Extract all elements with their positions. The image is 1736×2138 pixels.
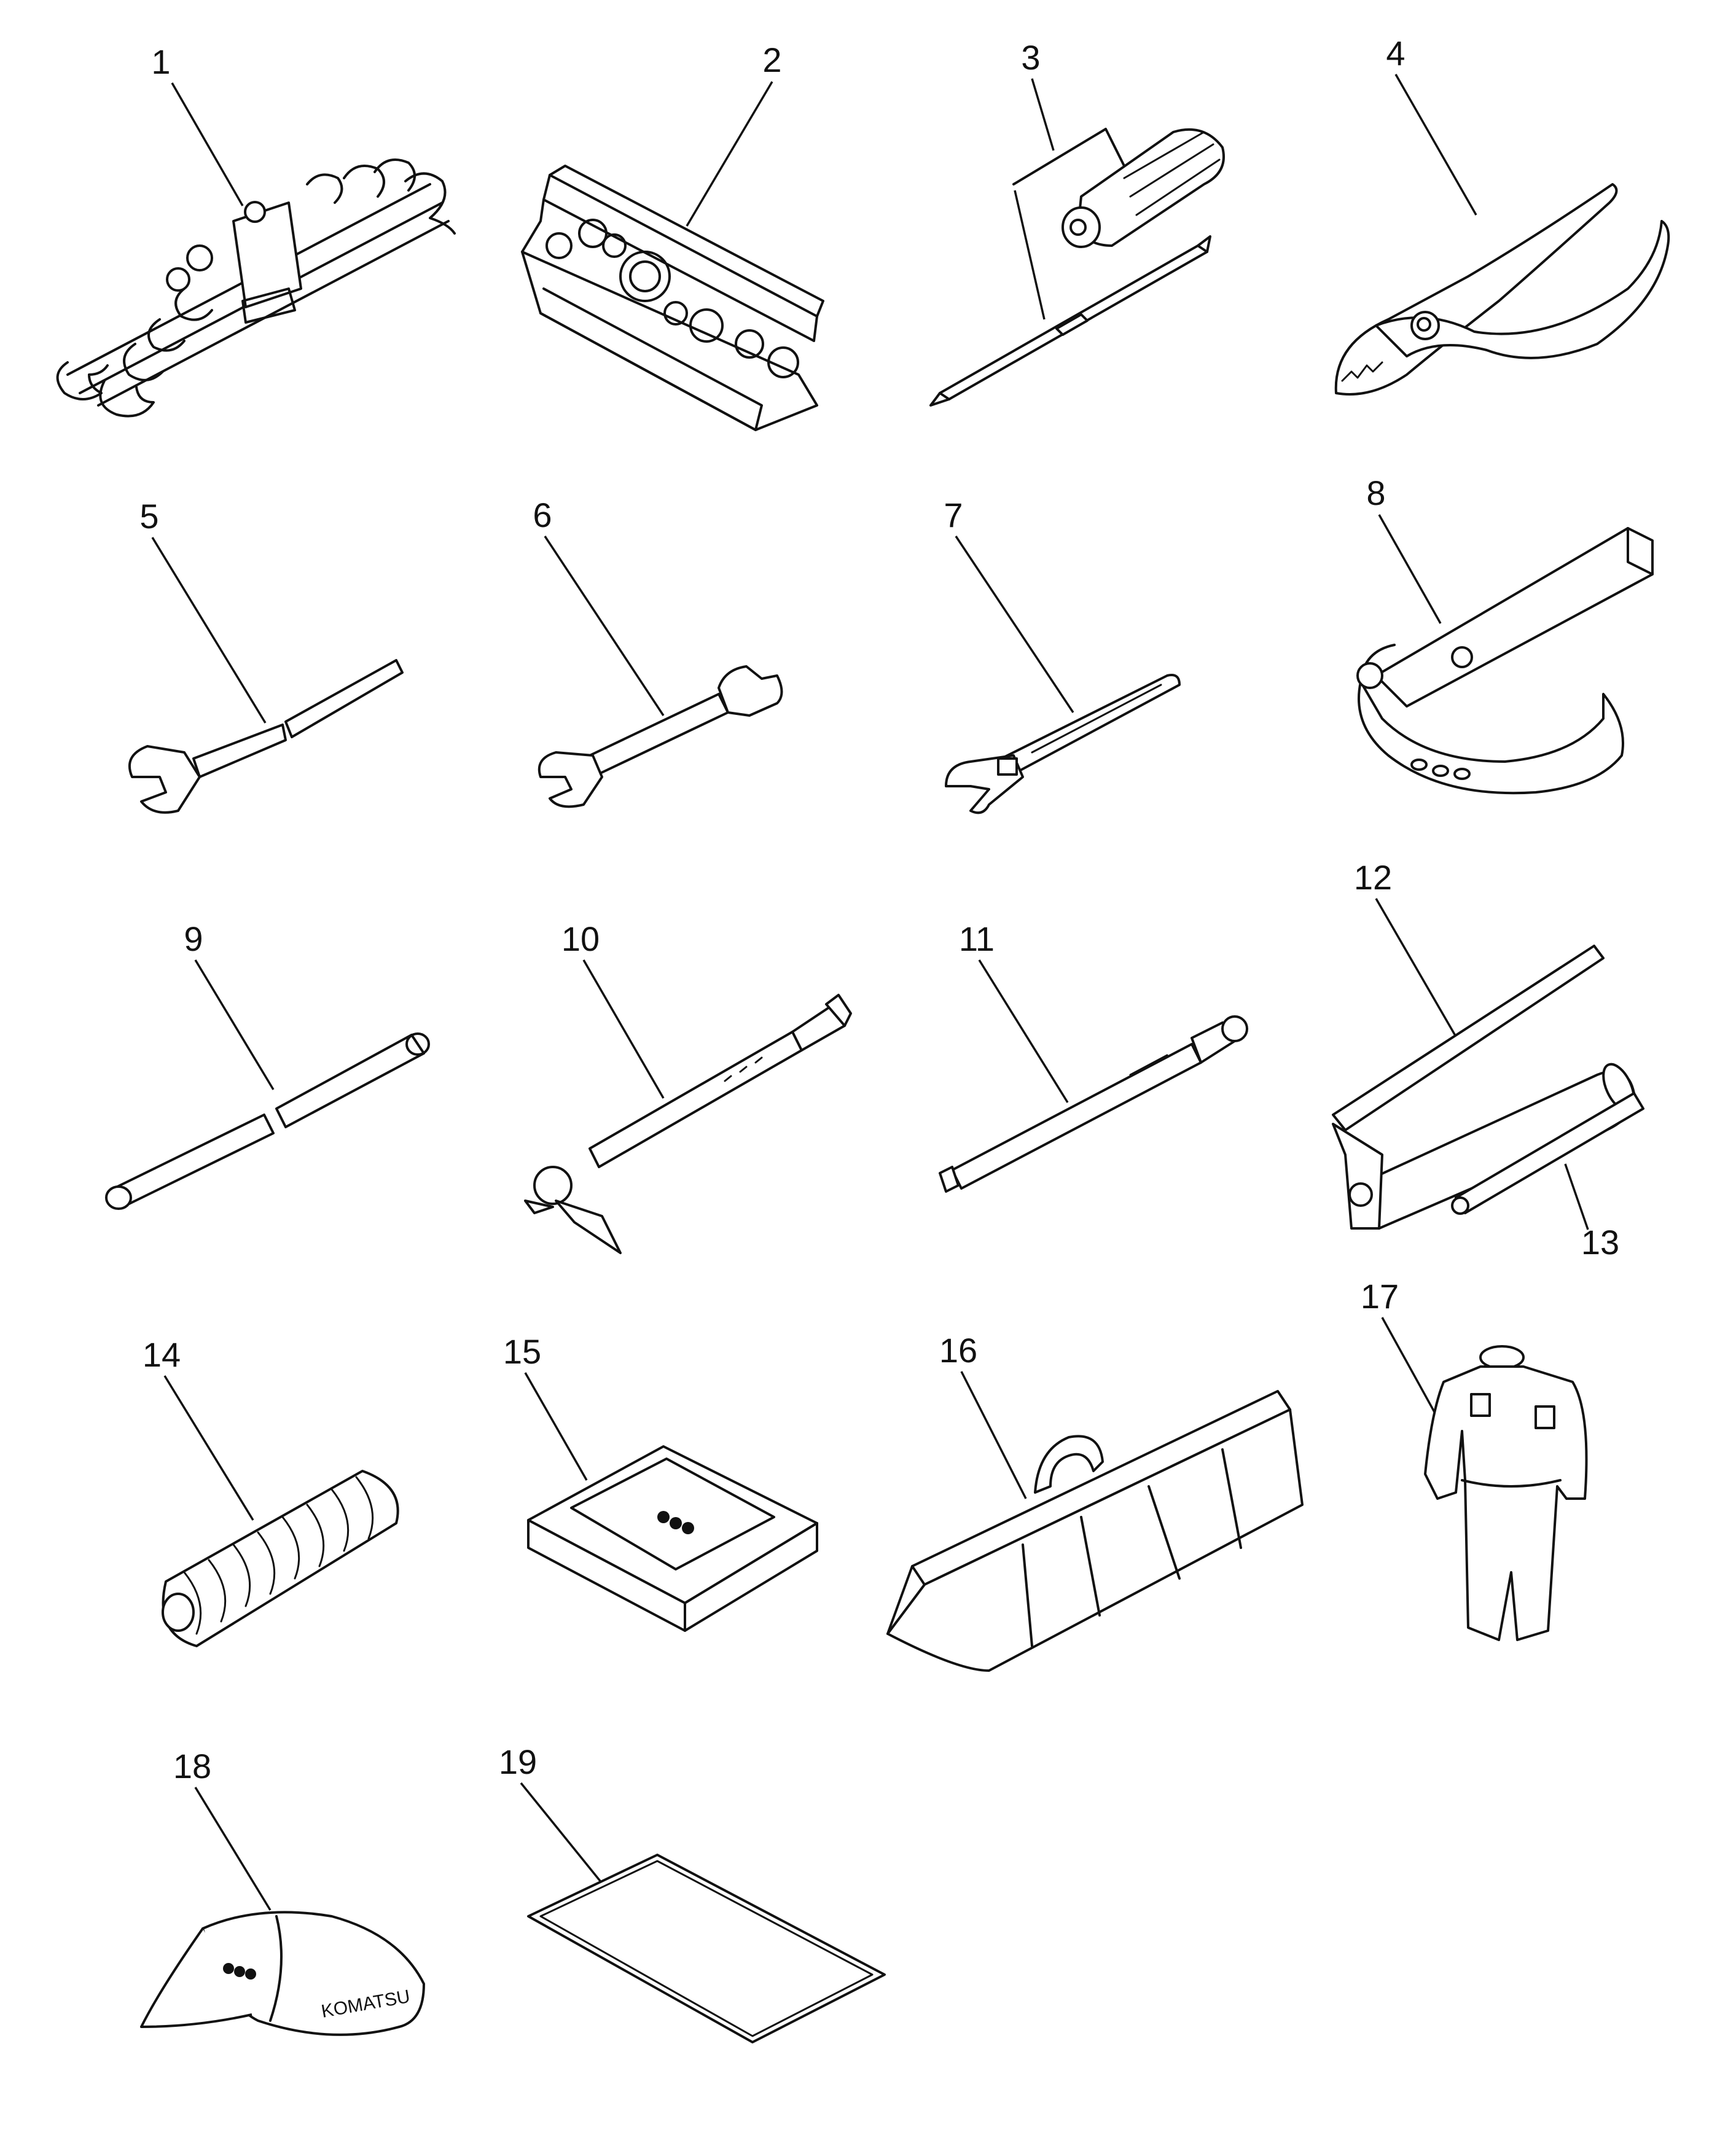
callout-9: 9	[184, 919, 203, 958]
item-7-adjustable-wrench: 7	[944, 496, 1181, 814]
callout-7: 7	[944, 496, 963, 534]
item-13-nozzle-pipe: 13	[1451, 1092, 1644, 1262]
nozzle-pipe-drawing	[1451, 1092, 1644, 1215]
pressure-gauge-drawing	[939, 1015, 1248, 1193]
leader-line-14	[163, 1375, 254, 1521]
tool-bag-drawing	[886, 1390, 1304, 1672]
item-2-socket-case: 2	[521, 41, 824, 431]
callout-2: 2	[762, 41, 781, 79]
item-11-pressure-gauge: 11	[939, 919, 1248, 1193]
item-18-cap: 18 KOMATSU	[140, 1747, 425, 2036]
filter-wrench-drawing	[1356, 527, 1654, 795]
cap-drawing: KOMATSU	[140, 1911, 425, 2036]
item-12-grease-gun: 12	[1332, 858, 1635, 1230]
parts-case-drawing	[527, 1445, 818, 1632]
leader-line-15	[524, 1372, 588, 1481]
item-10-torque-wrench: 10	[524, 919, 852, 1254]
item-9-extension-bar: 9	[105, 919, 430, 1210]
callout-19: 19	[499, 1742, 537, 1781]
sheet-drawing	[527, 1854, 886, 2043]
leader-line-6	[544, 536, 665, 716]
callout-14: 14	[143, 1335, 181, 1374]
item-4-pliers: 4	[1334, 34, 1670, 396]
callout-11: 11	[959, 919, 995, 958]
callout-15: 15	[503, 1332, 541, 1371]
wrench-set-drawing	[56, 158, 456, 418]
pliers-drawing	[1334, 183, 1670, 396]
leader-line-10	[582, 959, 665, 1099]
leader-line-9	[194, 959, 275, 1090]
item-3-screwdriver: 3	[929, 38, 1225, 407]
double-end-wrench-drawing	[538, 665, 783, 808]
leader-line-17	[1381, 1317, 1442, 1424]
item-15-parts-case: 15	[503, 1332, 818, 1632]
callout-16: 16	[939, 1331, 977, 1370]
item-14-filter-element: 14	[143, 1335, 399, 1647]
item-17-coverall: 17	[1361, 1277, 1588, 1641]
callout-18: 18	[173, 1747, 211, 1785]
callout-8: 8	[1366, 474, 1385, 512]
callout-3: 3	[1021, 38, 1040, 77]
callout-5: 5	[139, 497, 158, 536]
leader-line-7	[955, 536, 1074, 713]
leader-line-12	[1375, 898, 1463, 1048]
leader-line-13	[1564, 1163, 1589, 1230]
leader-line-2	[686, 81, 773, 227]
leader-line-3	[1031, 78, 1055, 151]
callout-10: 10	[561, 919, 600, 958]
item-19-sheet: 19	[499, 1742, 886, 2043]
leader-line-5	[151, 537, 267, 724]
leader-line-16	[960, 1371, 1027, 1499]
item-6-double-end-wrench: 6	[533, 496, 783, 808]
leader-line-11	[978, 959, 1069, 1103]
screwdriver-drawing	[929, 128, 1225, 407]
extension-bar-drawing	[105, 1032, 430, 1210]
callout-1: 1	[151, 42, 170, 81]
item-16-tool-bag: 16	[886, 1331, 1304, 1672]
callout-4: 4	[1386, 34, 1405, 72]
coverall-drawing	[1424, 1345, 1588, 1641]
leader-line-1	[171, 82, 244, 206]
callout-12: 12	[1354, 858, 1392, 897]
leader-line-3b	[1014, 190, 1046, 320]
leader-line-4	[1394, 74, 1477, 216]
leader-line-18	[194, 1787, 272, 1911]
leader-line-19	[520, 1782, 605, 1887]
leader-line-8	[1378, 514, 1442, 624]
socket-case-drawing	[521, 165, 824, 431]
callout-6: 6	[533, 496, 552, 534]
item-8-filter-wrench: 8	[1356, 474, 1654, 795]
filter-element-drawing	[162, 1470, 399, 1647]
item-1-wrench-set: 1	[56, 42, 456, 418]
callout-17: 17	[1361, 1277, 1399, 1316]
adjustable-wrench-drawing	[945, 674, 1181, 814]
grease-gun-drawing	[1332, 945, 1635, 1230]
torque-wrench-drawing	[524, 994, 852, 1254]
open-end-wrench-drawing	[128, 659, 404, 814]
item-5-open-end-wrench: 5	[128, 497, 404, 814]
